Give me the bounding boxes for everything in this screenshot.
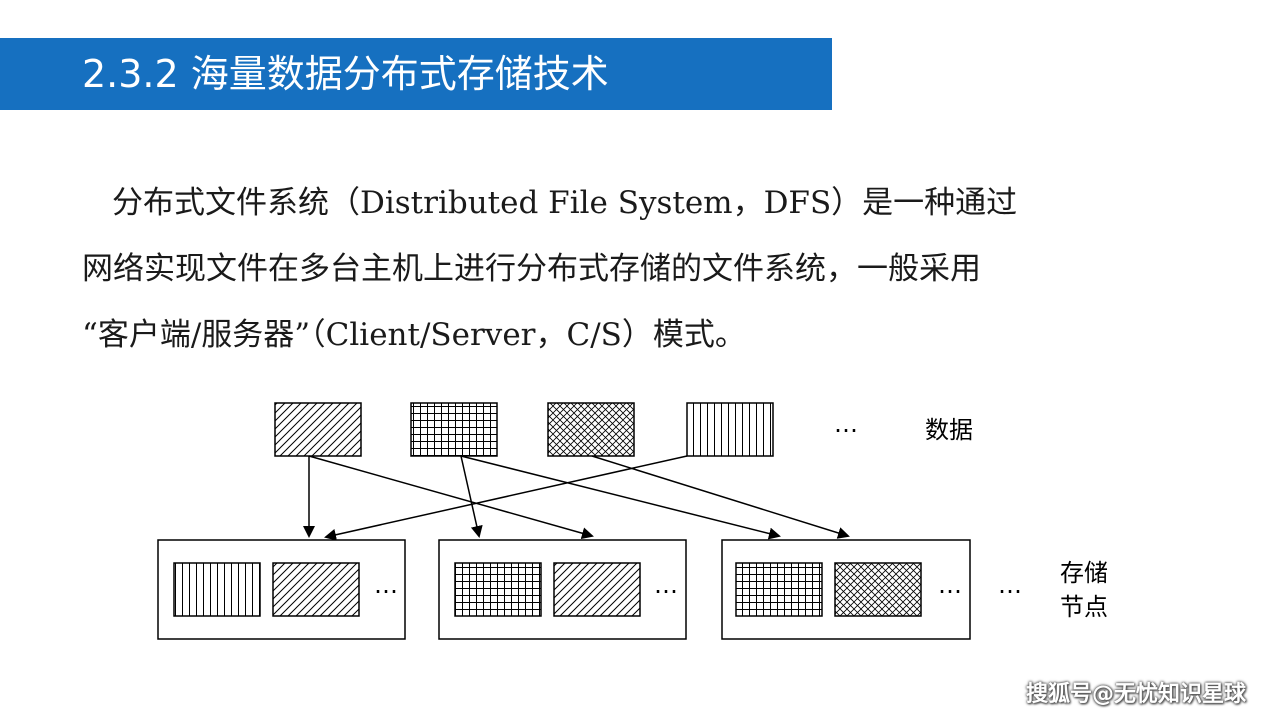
node1-ellipsis: …: [374, 571, 398, 599]
title-bar: 2.3.2 海量数据分布式存储技术: [0, 38, 832, 110]
arrow-cross-to-node3: [591, 455, 850, 539]
storage-label-line1: 存储: [1060, 559, 1108, 587]
data-block-diagonal: [274, 402, 362, 457]
node3-ellipsis: …: [938, 571, 962, 599]
data-label: 数据: [925, 416, 973, 444]
node1-block-vertical: [173, 562, 261, 617]
data-block-grid: [410, 402, 498, 457]
data-block-vertical: [686, 402, 774, 457]
node2-block-grid: [454, 562, 542, 617]
arrow-diag-to-node2: [308, 455, 594, 540]
node2-ellipsis: …: [654, 571, 678, 599]
paragraph-line-2: 网络实现文件在多台主机上进行分布式存储的文件系统，一般采用: [82, 251, 981, 287]
watermark: 搜狐号@无忧知识星球: [1025, 682, 1246, 707]
outer-ellipsis: …: [998, 571, 1022, 599]
arrow-grid-to-node2: [460, 455, 483, 538]
page-title: 2.3.2 海量数据分布式存储技术: [82, 52, 609, 96]
node3-block-grid: [735, 562, 823, 617]
node1-block-diagonal: [272, 562, 360, 617]
arrow-grid-to-node3: [460, 455, 781, 540]
data-ellipsis: …: [834, 410, 858, 438]
paragraph-line-1: 分布式文件系统（Distributed File System，DFS）是一种通…: [112, 185, 1018, 221]
storage-label-line2: 节点: [1060, 593, 1108, 621]
paragraph-line-3: “客户端/服务器”（Client/Server，C/S）模式。: [82, 317, 746, 353]
data-block-cross: [547, 402, 635, 457]
arrow-vert-to-node1: [324, 455, 688, 541]
node3-block-cross: [834, 562, 922, 617]
body-paragraph: 分布式文件系统（Distributed File System，DFS）是一种通…: [82, 170, 1192, 368]
node2-block-diagonal: [553, 562, 641, 617]
